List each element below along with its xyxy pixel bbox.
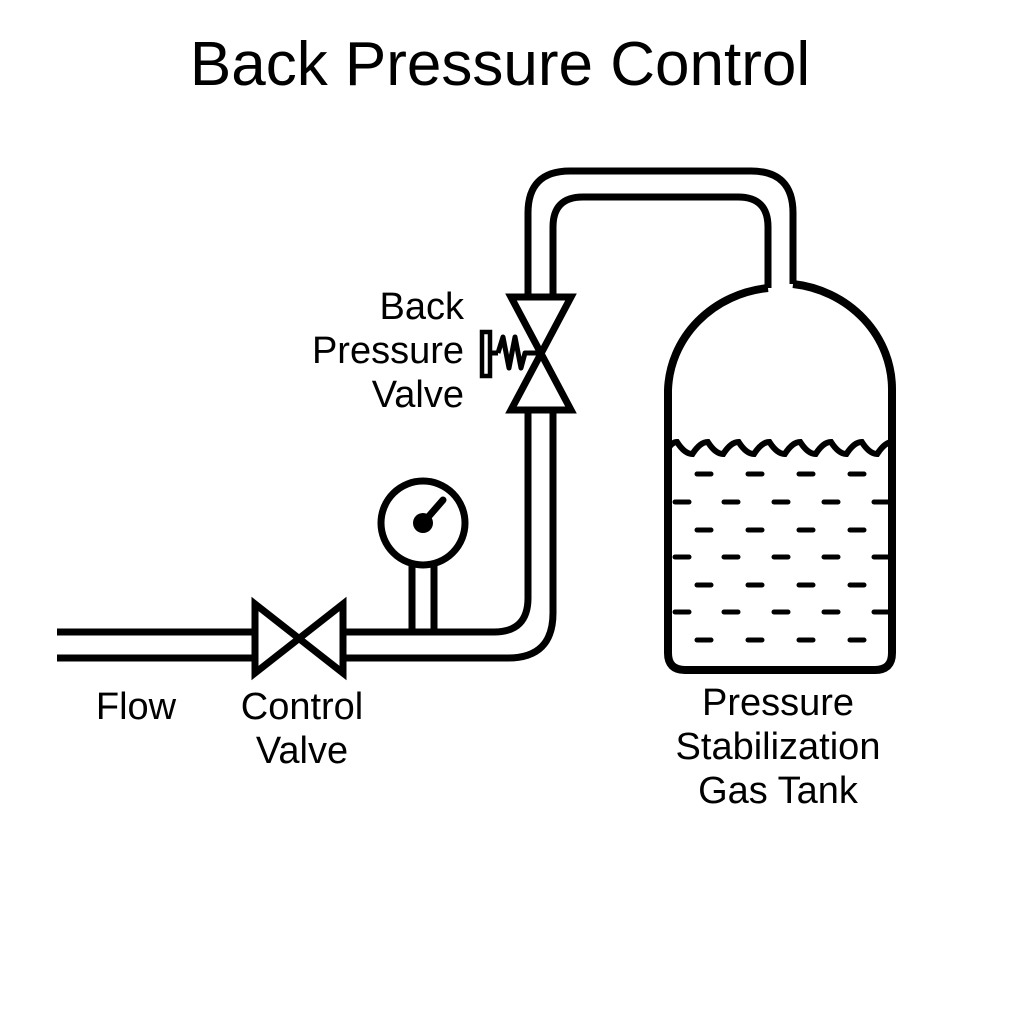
back-pressure-valve-label: Back Pressure Valve xyxy=(312,285,464,417)
control-valve-label-line2: Valve xyxy=(255,730,349,772)
tank-liquid-dashes xyxy=(672,471,891,643)
spring-icon xyxy=(479,329,541,379)
diagram-title: Back Pressure Control xyxy=(189,30,811,99)
back-pressure-valve-label-line3: Valve xyxy=(371,374,464,416)
tank-liquid-surface xyxy=(665,438,893,458)
pipe-line xyxy=(343,410,557,662)
spring-anchor-bar xyxy=(479,329,493,379)
back-pressure-valve-label-line1: Back xyxy=(379,286,464,328)
tank-outline xyxy=(664,280,897,674)
gas-tank-label-line2: Stabilization xyxy=(675,726,881,768)
gas-tank-label-line3: Gas Tank xyxy=(698,770,858,812)
control-valve-label-line1: Control xyxy=(240,686,364,728)
pipe-line xyxy=(549,193,772,297)
gas-tank-label-line1: Pressure xyxy=(701,682,855,724)
back-pressure-valve-label-line2: Pressure xyxy=(311,330,464,372)
inlet-pipe xyxy=(57,628,255,662)
control-valve-symbol xyxy=(251,596,347,681)
control-valve-label: Control Valve xyxy=(241,685,364,773)
gas-tank-symbol xyxy=(664,280,897,674)
pipe-line xyxy=(524,167,797,297)
riser-pipe xyxy=(343,410,557,662)
gas-tank-label: Pressure Stabilization Gas Tank xyxy=(676,681,881,813)
gauge-hub xyxy=(413,513,433,533)
spring-zigzag xyxy=(495,334,541,371)
pressure-gauge-symbol xyxy=(377,477,469,633)
overhead-pipe xyxy=(524,167,797,297)
pipe-line xyxy=(343,410,532,636)
flow-label: Flow xyxy=(95,686,177,728)
